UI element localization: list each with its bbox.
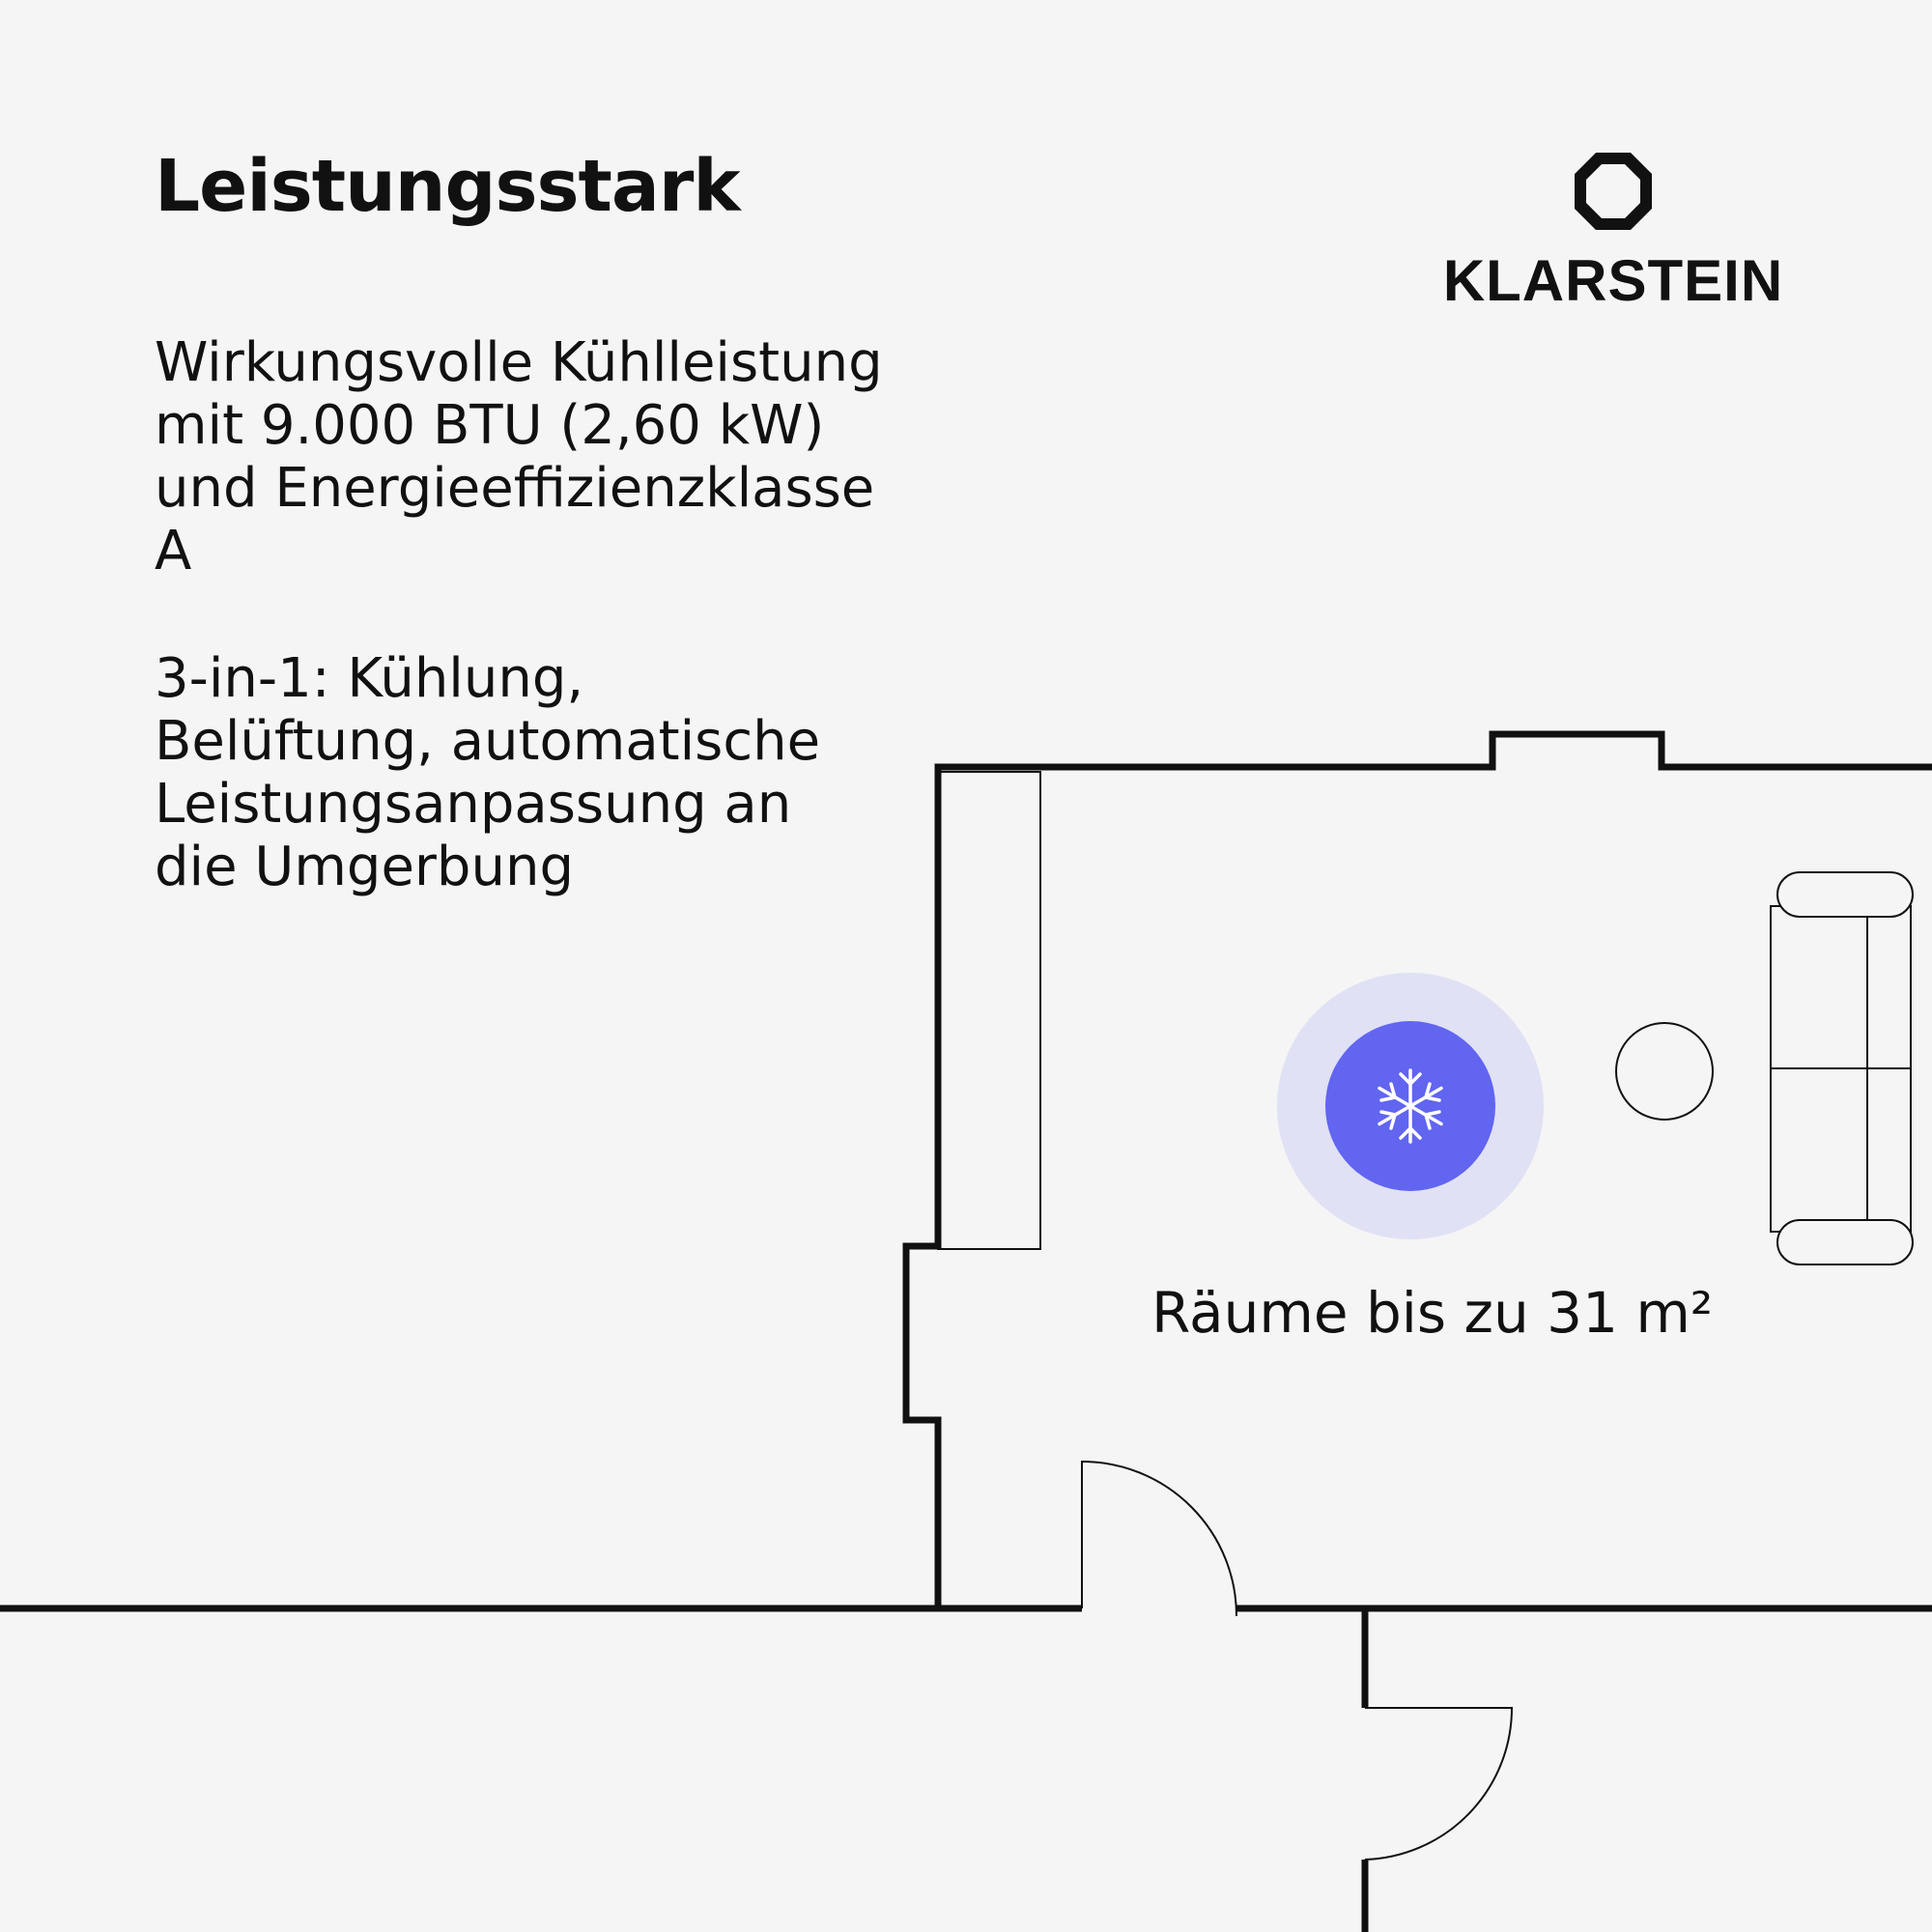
wall-cabinet — [937, 771, 1041, 1250]
feature-line: 3-in-1: Kühlung, — [155, 647, 584, 710]
side-table — [1615, 1022, 1714, 1121]
corridor-door — [1364, 1707, 1514, 1861]
feature-line: und Energieeffizienzklasse — [155, 457, 875, 520]
feature-line: mit 9.000 BTU (2,60 kW) — [155, 394, 825, 457]
feature-cooling-power: Wirkungsvolle Kühlleistung mit 9.000 BTU… — [155, 331, 927, 582]
brand-name: KLARSTEIN — [1442, 248, 1784, 313]
feature-line: Wirkungsvolle Kühlleistung — [155, 331, 883, 394]
feature-line: Leistungsanpassung an — [155, 773, 792, 836]
brand-logo: KLARSTEIN — [1430, 153, 1797, 314]
room-walls — [902, 730, 1932, 1608]
feature-line: die Umgerbung — [155, 836, 574, 898]
sofa — [1770, 871, 1914, 1265]
headline: Leistungsstark — [155, 145, 741, 228]
feature-three-in-one: 3-in-1: Kühlung, Belüftung, automatische… — [155, 647, 927, 898]
feature-line: A — [155, 520, 192, 582]
snowflake-icon — [1378, 1068, 1443, 1144]
feature-line: Belüftung, automatische — [155, 710, 821, 773]
klarstein-diamond-icon — [1575, 153, 1652, 230]
room-size-label: Räume bis zu 31 m² — [1151, 1280, 1714, 1346]
room-door — [1081, 1460, 1237, 1617]
